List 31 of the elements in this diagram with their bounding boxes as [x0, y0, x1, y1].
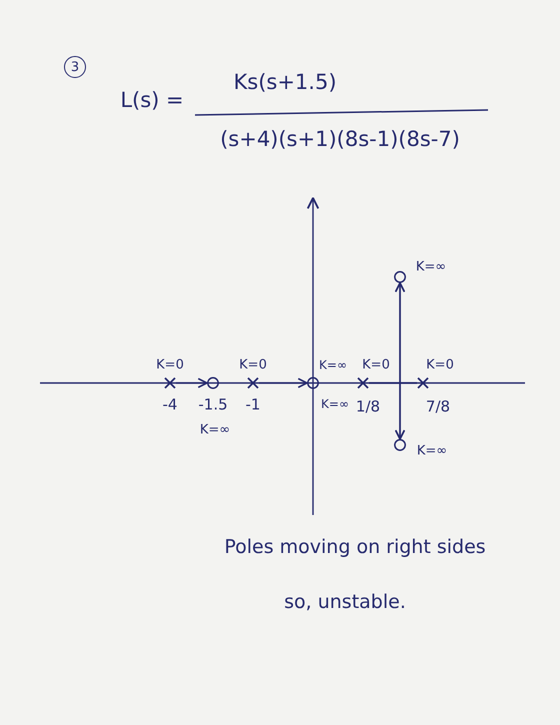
axis-value: -4 — [162, 396, 178, 414]
zero-marker — [307, 377, 319, 389]
pole-marker — [357, 377, 369, 389]
zero-marker — [394, 271, 406, 283]
axis-value: 7/8 — [426, 398, 450, 416]
pole-marker — [417, 377, 429, 389]
gain-label: K=∞ — [416, 444, 448, 460]
zero-marker — [207, 377, 219, 389]
denominator: (s+4)(s+1)(8s-1)(8s-7) — [220, 126, 460, 152]
axis-value: -1.5 — [198, 396, 228, 414]
zero-marker — [394, 439, 406, 451]
pole-marker — [164, 377, 176, 389]
gain-label: K=∞ — [416, 260, 446, 276]
gain-label: K=∞ — [321, 398, 349, 412]
axis-value: 1/8 — [356, 398, 380, 416]
gain-label: K=0 — [156, 358, 184, 374]
pole-marker — [247, 377, 259, 389]
conclusion-text: so, unstable. — [284, 592, 406, 614]
numerator: Ks(s+1.5) — [233, 70, 337, 94]
gain-label: K=0 — [362, 358, 390, 374]
root-locus-branch — [394, 382, 417, 440]
root-locus-branch — [176, 378, 208, 388]
conclusion-text: Poles moving on right sides — [224, 537, 486, 559]
gain-label: K=0 — [426, 358, 454, 374]
gain-label: K=∞ — [319, 359, 347, 373]
number-circle: 3 — [64, 56, 86, 78]
gain-label: K=∞ — [200, 424, 230, 438]
axis-value: -1 — [246, 396, 260, 414]
gain-label: K=0 — [239, 358, 267, 374]
function-name: L(s) = — [120, 88, 184, 112]
root-locus-branch — [259, 378, 308, 388]
